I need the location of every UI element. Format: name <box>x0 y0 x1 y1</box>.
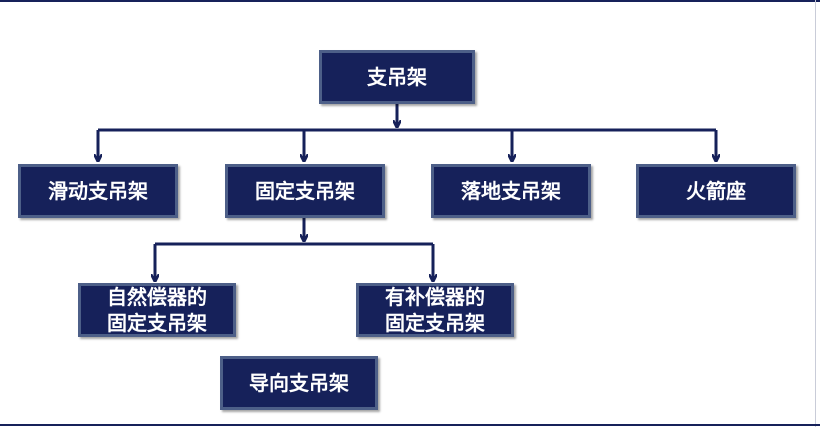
root-label: 支吊架 <box>367 65 427 89</box>
natural-compensation-text: 自然偿器的 固定支吊架 <box>107 284 207 336</box>
compensator-line2: 固定支吊架 <box>385 311 485 335</box>
floor-support-node: 落地支吊架 <box>431 164 591 218</box>
compensator-text: 有补偿器的 固定支吊架 <box>385 284 485 336</box>
natural-compensation-line1: 自然偿器的 <box>107 285 207 309</box>
natural-compensation-line2: 固定支吊架 <box>107 311 207 335</box>
fixed-support-label: 固定支吊架 <box>255 179 355 203</box>
bottom-rule <box>0 424 820 426</box>
compensator-line1: 有补偿器的 <box>385 285 485 309</box>
sliding-support-label: 滑动支吊架 <box>48 179 148 203</box>
root-node: 支吊架 <box>319 50 475 104</box>
natural-compensation-node: 自然偿器的 固定支吊架 <box>78 283 236 337</box>
sliding-support-node: 滑动支吊架 <box>18 164 178 218</box>
rocket-base-node: 火箭座 <box>636 164 796 218</box>
top-rule <box>0 0 820 2</box>
fixed-support-node: 固定支吊架 <box>225 164 385 218</box>
guide-support-label: 导向支吊架 <box>249 371 349 395</box>
floor-support-label: 落地支吊架 <box>461 179 561 203</box>
right-rule <box>815 0 816 427</box>
guide-support-node: 导向支吊架 <box>220 356 378 410</box>
rocket-base-label: 火箭座 <box>686 179 746 203</box>
compensator-node: 有补偿器的 固定支吊架 <box>356 283 514 337</box>
